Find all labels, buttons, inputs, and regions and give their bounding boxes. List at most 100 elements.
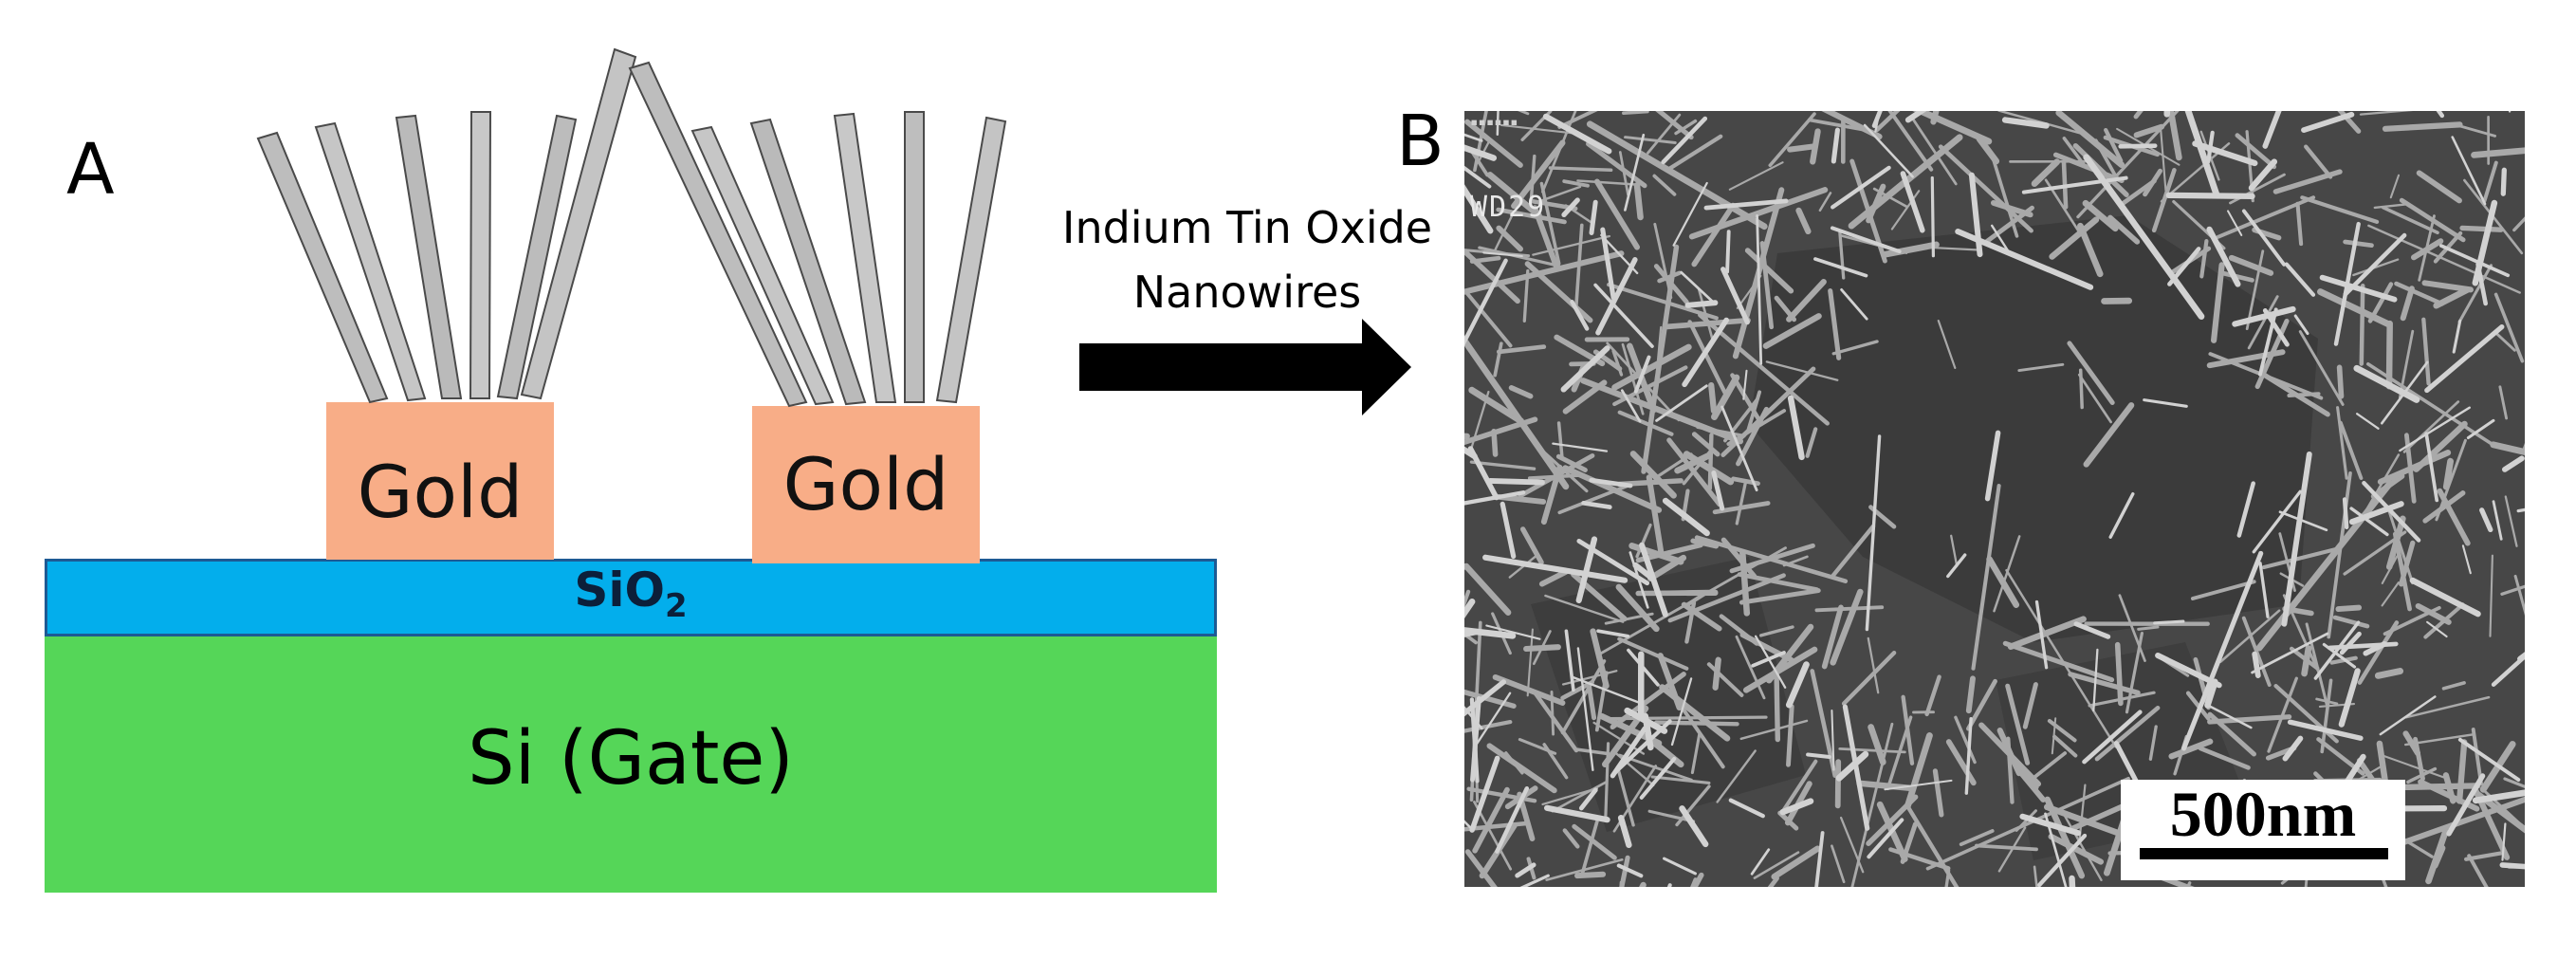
sem-nanowire: [1560, 679, 1594, 701]
gold-electrode-left-label: Gold: [357, 450, 524, 534]
sem-nanowire: [2300, 195, 2380, 225]
sem-nanowire: [2327, 641, 2399, 651]
sem-nanowire: [2108, 492, 2135, 539]
sem-nanowire: [1476, 692, 1512, 746]
sem-nanowire: [2207, 714, 2292, 725]
arrow-caption-line-2: Nanowires: [1132, 267, 1362, 318]
sem-nanowire: [1622, 111, 1649, 116]
sem-nanowire: [2452, 319, 2462, 354]
sem-nanowire: [2216, 195, 2316, 239]
sem-nanowire: [2359, 283, 2365, 366]
sem-nanowire: [1690, 877, 1698, 887]
sem-nanowire: [1464, 290, 1513, 348]
sem-nanowire: [1786, 279, 1827, 323]
sem-nanowire: [1576, 647, 1594, 771]
sem-nanowire: [1842, 704, 1870, 831]
sem-nanowire: [1541, 786, 1598, 806]
sem-nanowire: [1562, 179, 1590, 188]
sem-nanowire: [1612, 750, 1655, 786]
sem-nanowire: [2031, 158, 2061, 187]
sem-nanowire: [1464, 133, 1483, 142]
sem-nanowire: [2267, 676, 2298, 753]
sem-nanowire: [1545, 858, 1624, 881]
sem-nanowire: [2282, 594, 2321, 675]
sem-nanowire: [2199, 239, 2209, 279]
sem-nanowire: [2047, 718, 2077, 743]
sem-nanowire: [1500, 501, 1517, 560]
sem-nanowire: [2301, 645, 2312, 677]
sem-nanowire: [2461, 544, 2472, 575]
sem-nanowire: [1865, 434, 1882, 632]
sem-nanowire: [1813, 257, 1868, 278]
sem-nanowire: [2143, 168, 2162, 197]
sem-nanowire: [2118, 143, 2158, 149]
sem-nanowire: [2471, 728, 2483, 786]
sem-nanowire: [2083, 402, 2135, 468]
sem-nanowire: [1674, 452, 1711, 474]
sem-nanowire: [2206, 226, 2241, 287]
sem-nanowire: [1464, 433, 1470, 440]
sem-nanowire: [1697, 287, 1715, 342]
sem-nanowire: [2094, 705, 2161, 762]
nanowire: [395, 114, 463, 399]
sem-nanowire: [1728, 798, 1765, 819]
sem-nanowire: [1616, 863, 1644, 878]
sem-nanowire: [1496, 225, 1523, 252]
sem-nanowire: [2442, 457, 2454, 490]
sem-nanowire: [1464, 598, 1476, 618]
sem-nanowire: [1744, 248, 1794, 294]
sem-nanowire: [1691, 432, 1720, 457]
sem-nanowire: [1574, 747, 1610, 756]
sem-nanowire: [1593, 178, 1640, 250]
sem-nanowire: [1682, 317, 1730, 388]
sem-nanowire: [2005, 683, 2031, 765]
sem-nanowire: [1464, 629, 1485, 637]
sem-nanowire: [2512, 216, 2525, 232]
sem-nanowire: [2457, 264, 2493, 323]
sem-nanowire: [1560, 345, 1610, 393]
sem-nanowire: [1831, 127, 1840, 164]
sem-nanowire: [1595, 257, 1638, 336]
right-arrow-icon: [1079, 319, 1411, 415]
sem-nanowire: [1542, 113, 1612, 155]
sem-nanowire: [1606, 341, 1681, 422]
sem-nanowire: [1912, 111, 1993, 145]
sem-watermark: WD29: [1470, 191, 1547, 224]
sem-nanowire: [2493, 292, 2525, 363]
sem-nanowire: [2342, 497, 2349, 529]
arrow-caption: Indium Tin Oxide Nanowires: [1029, 195, 1465, 324]
sem-nanowire: [2181, 550, 2264, 751]
sem-nanowire: [2338, 420, 2364, 480]
sem-nanowire: [1624, 136, 1677, 144]
sem-nanowire: [1464, 679, 1507, 717]
sem-nanowire: [2282, 735, 2304, 762]
sem-nanowire: [2471, 147, 2525, 158]
sem-nanowire: [1904, 111, 1927, 123]
sem-nanowire: [2362, 481, 2421, 543]
sem-nanowire: [1828, 288, 1842, 360]
sem-nanowire: [1662, 497, 1710, 537]
sem-nanowire: [2479, 507, 2493, 533]
sem-nanowire: [2206, 349, 2286, 369]
sem-nanowire: [1593, 283, 1654, 348]
sem-nanowire: [2458, 124, 2496, 138]
sem-nanowire: [2262, 372, 2330, 417]
sem-nanowire: [1884, 779, 1953, 791]
sem-nanowire: [1464, 165, 1492, 189]
sem-nanowire: [2473, 789, 2525, 834]
sem-nanowire: [1805, 427, 1818, 458]
sem-nanowire: [1720, 405, 1758, 492]
sem-nanowire: [2069, 875, 2076, 887]
sem-nanowire: [2076, 111, 2180, 219]
sem-nanowire: [2221, 270, 2254, 283]
sem-nanowire: [1571, 675, 1644, 705]
sem-nanowire: [2504, 495, 2518, 547]
sem-nanowire: [2501, 822, 2507, 861]
sem-nanowire: [1750, 848, 1771, 876]
sem-nanowire: [2500, 167, 2507, 196]
nanowire: [904, 111, 925, 403]
sem-nanowire: [1835, 750, 1869, 782]
sem-nanowire: [2153, 619, 2185, 625]
sem-nanowire: [2383, 605, 2441, 636]
sem-nanowire: [1787, 395, 1805, 461]
